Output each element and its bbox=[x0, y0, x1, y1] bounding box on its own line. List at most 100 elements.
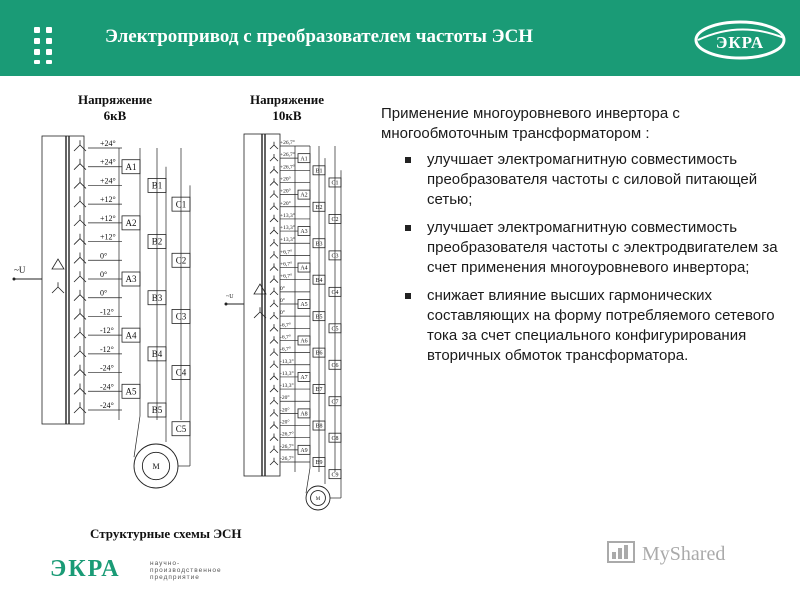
block-a-label: A7 bbox=[300, 375, 307, 381]
secondary-winding-icon bbox=[269, 190, 279, 198]
winding-angle-label: +20° bbox=[280, 188, 291, 195]
bullet-item: улучшает электромагнитную совместимость … bbox=[399, 150, 786, 210]
square-bullet-icon bbox=[405, 225, 411, 231]
block-c-label: C9 bbox=[331, 472, 338, 478]
winding-angle-label: +6,7° bbox=[280, 273, 292, 280]
ekra-logo-icon: ЭКРА bbox=[694, 20, 786, 60]
secondary-winding-icon bbox=[269, 397, 279, 405]
bullet-text: снижает влияние высших гармонических сос… bbox=[427, 287, 775, 364]
footer-ekra-logo-icon: ЭКРА bbox=[50, 556, 119, 580]
bullet-item: улучшает электромагнитную совместимость … bbox=[399, 218, 786, 278]
secondary-winding-icon bbox=[269, 409, 279, 417]
input-terminal bbox=[12, 277, 16, 281]
winding-angle-label: -13,3° bbox=[280, 382, 294, 389]
secondary-winding-icon bbox=[73, 289, 87, 301]
secondary-winding-icon bbox=[269, 166, 279, 174]
block-a-label: A4 bbox=[126, 330, 137, 340]
winding-angle-label: -24° bbox=[100, 382, 114, 391]
secondary-winding-icon bbox=[269, 178, 279, 186]
block-a-label: A8 bbox=[300, 411, 307, 417]
winding-angle-label: 0° bbox=[280, 309, 285, 316]
secondary-winding-icon bbox=[73, 140, 87, 152]
winding-angle-label: +24° bbox=[100, 158, 116, 167]
winding-angle-label: 0° bbox=[100, 251, 107, 260]
motor-label: M bbox=[316, 497, 321, 502]
winding-angle-label: +26,7° bbox=[280, 163, 295, 170]
watermark-text: MyShared bbox=[642, 543, 725, 565]
motor-label: M bbox=[152, 462, 159, 471]
header-bar: Электропривод с преобразователем частоты… bbox=[0, 0, 800, 76]
square-bullet-icon bbox=[405, 293, 411, 299]
winding-angle-label: -20° bbox=[280, 419, 290, 426]
secondary-winding-icon bbox=[73, 383, 87, 395]
block-a-label: A5 bbox=[300, 302, 307, 308]
left-label-line1: Напряжение bbox=[78, 92, 152, 107]
secondary-winding-icon bbox=[73, 215, 87, 227]
primary-star-icon bbox=[51, 282, 65, 294]
square-bullet-icon bbox=[405, 157, 411, 163]
winding-angle-label: -12° bbox=[100, 307, 114, 316]
winding-angle-label: 0° bbox=[100, 289, 107, 298]
input-voltage-label: ~U bbox=[14, 265, 26, 275]
secondary-winding-icon bbox=[269, 384, 279, 393]
page-title: Электропривод с преобразователем частоты… bbox=[105, 26, 534, 47]
bullet-text: улучшает электромагнитную совместимость … bbox=[427, 151, 758, 208]
presentation-icon bbox=[607, 541, 635, 563]
block-a-label: A3 bbox=[126, 274, 137, 284]
motor-inner-circle bbox=[141, 451, 171, 481]
block-c-label: C5 bbox=[176, 424, 187, 434]
left-diagram-label: Напряжение 6кВ bbox=[60, 92, 170, 124]
motor-inner-circle bbox=[310, 490, 326, 506]
winding-angle-label: -13,3° bbox=[280, 358, 294, 365]
menu-dots-icon bbox=[34, 27, 64, 67]
secondary-winding-icon bbox=[269, 324, 279, 332]
block-a-label: A4 bbox=[300, 266, 307, 272]
secondary-winding-icon bbox=[269, 421, 279, 429]
secondary-winding-icon bbox=[73, 271, 87, 283]
winding-angle-label: 0° bbox=[100, 270, 107, 279]
right-diagram-label: Напряжение 10кВ bbox=[232, 92, 342, 124]
secondary-winding-icon bbox=[269, 263, 279, 271]
input-terminal bbox=[224, 302, 228, 306]
secondary-winding-icon bbox=[73, 196, 87, 208]
winding-angle-label: -24° bbox=[100, 401, 114, 410]
winding-angle-label: -13,3° bbox=[280, 370, 294, 377]
block-a-label: A2 bbox=[300, 193, 307, 199]
footer-company-words: научно- производственное предприятие bbox=[150, 560, 222, 581]
secondary-winding-icon bbox=[73, 308, 87, 320]
secondary-winding-icon bbox=[269, 214, 279, 223]
bullet-text: улучшает электромагнитную совместимость … bbox=[427, 219, 778, 276]
bullet-item: снижает влияние высших гармонических сос… bbox=[399, 286, 786, 366]
winding-angle-label: +12° bbox=[100, 195, 116, 204]
block-a-label: A9 bbox=[300, 448, 307, 454]
winding-angle-label: +26,7° bbox=[280, 151, 295, 158]
secondary-winding-icon bbox=[73, 364, 87, 376]
secondary-winding-icon bbox=[73, 402, 87, 414]
block-a-label: A1 bbox=[300, 156, 307, 162]
secondary-winding-icon bbox=[269, 348, 279, 356]
left-label-line2: 6кВ bbox=[103, 108, 127, 123]
block-a-label: A2 bbox=[126, 218, 137, 228]
secondary-winding-icon bbox=[73, 177, 87, 189]
block-a-label: A6 bbox=[300, 339, 307, 345]
secondary-winding-icon bbox=[269, 311, 279, 320]
secondary-winding-icon bbox=[269, 433, 279, 441]
winding-angle-label: 0° bbox=[280, 285, 285, 292]
secondary-winding-icon bbox=[269, 360, 279, 369]
secondary-winding-icon bbox=[269, 445, 279, 454]
secondary-winding-icon bbox=[73, 158, 87, 170]
winding-angle-label: -26,7° bbox=[280, 443, 294, 450]
description-text: Применение многоуровневого инвертора с м… bbox=[381, 104, 786, 374]
description-bullets: улучшает электромагнитную совместимость … bbox=[381, 150, 786, 366]
logo-text: ЭКРА bbox=[716, 33, 764, 52]
winding-angle-label: -20° bbox=[280, 406, 290, 413]
secondary-winding-icon bbox=[269, 226, 279, 235]
diagram-caption: Структурные схемы ЭСН bbox=[90, 526, 242, 541]
winding-angle-label: -26,7° bbox=[280, 431, 294, 438]
primary-delta-icon bbox=[51, 258, 65, 270]
winding-angle-label: +6,7° bbox=[280, 261, 292, 268]
secondary-winding-icon bbox=[269, 299, 279, 308]
secondary-winding-icon bbox=[269, 336, 279, 344]
winding-angle-label: +6,7° bbox=[280, 248, 292, 255]
